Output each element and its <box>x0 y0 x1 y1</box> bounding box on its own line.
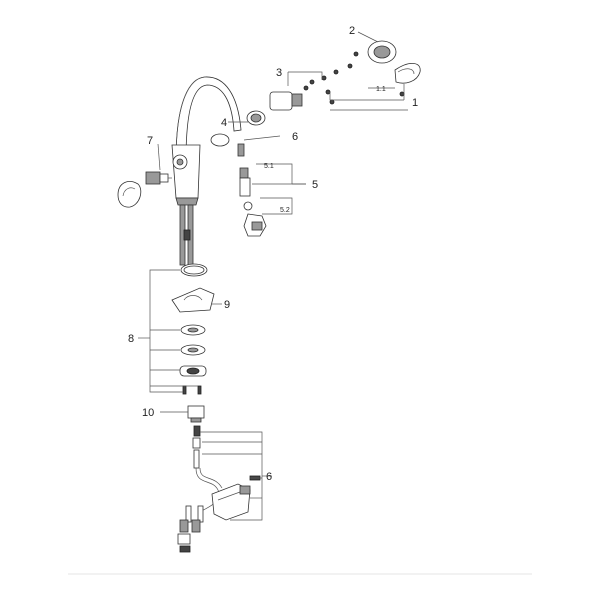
aerator-ring-part-4 <box>246 110 266 126</box>
adapter-part-10 <box>187 405 205 423</box>
screws-part-8 <box>182 385 202 395</box>
callout-6-upper: 6 <box>292 131 298 143</box>
callout-5: 5 <box>312 179 318 191</box>
washer-part-8-a <box>180 324 206 336</box>
supply-hose-ends <box>177 505 204 553</box>
callout-3: 3 <box>276 67 282 79</box>
callout-8: 8 <box>128 333 134 345</box>
plate-part-8 <box>179 365 207 377</box>
hoses-below-body <box>179 204 194 266</box>
mounting-bracket-part-9 <box>171 287 215 313</box>
hose-connector-part-6-upper <box>237 143 245 157</box>
callout-9: 9 <box>224 299 230 311</box>
callout-1: 1 <box>412 97 418 109</box>
hose-lower <box>192 425 223 513</box>
o-ring-part-8 <box>180 263 208 277</box>
handle-cartridge <box>145 171 172 185</box>
callout-5-1: 5.1 <box>264 163 274 170</box>
spray-head-part-1 <box>394 63 421 84</box>
callout-4: 4 <box>221 117 227 129</box>
valve-cartridge-part-3 <box>269 91 303 111</box>
callout-7: 7 <box>147 135 153 147</box>
callout-6-lower: 6 <box>266 471 272 483</box>
lever-handle <box>117 181 142 208</box>
callout-1-1: 1.1 <box>376 86 386 93</box>
callout-2: 2 <box>349 25 355 37</box>
faucet-body <box>171 144 201 206</box>
washer-part-8-b <box>180 344 206 356</box>
hose-fitting-set-part-5 <box>239 167 267 237</box>
callout-5-2: 5.2 <box>280 207 290 214</box>
callout-10: 10 <box>142 407 154 419</box>
hose-weight-part-6 <box>211 483 251 521</box>
aerator-cover-part-2 <box>367 40 397 64</box>
faucet-spout <box>175 76 242 161</box>
o-ring-by-spout <box>210 133 230 147</box>
